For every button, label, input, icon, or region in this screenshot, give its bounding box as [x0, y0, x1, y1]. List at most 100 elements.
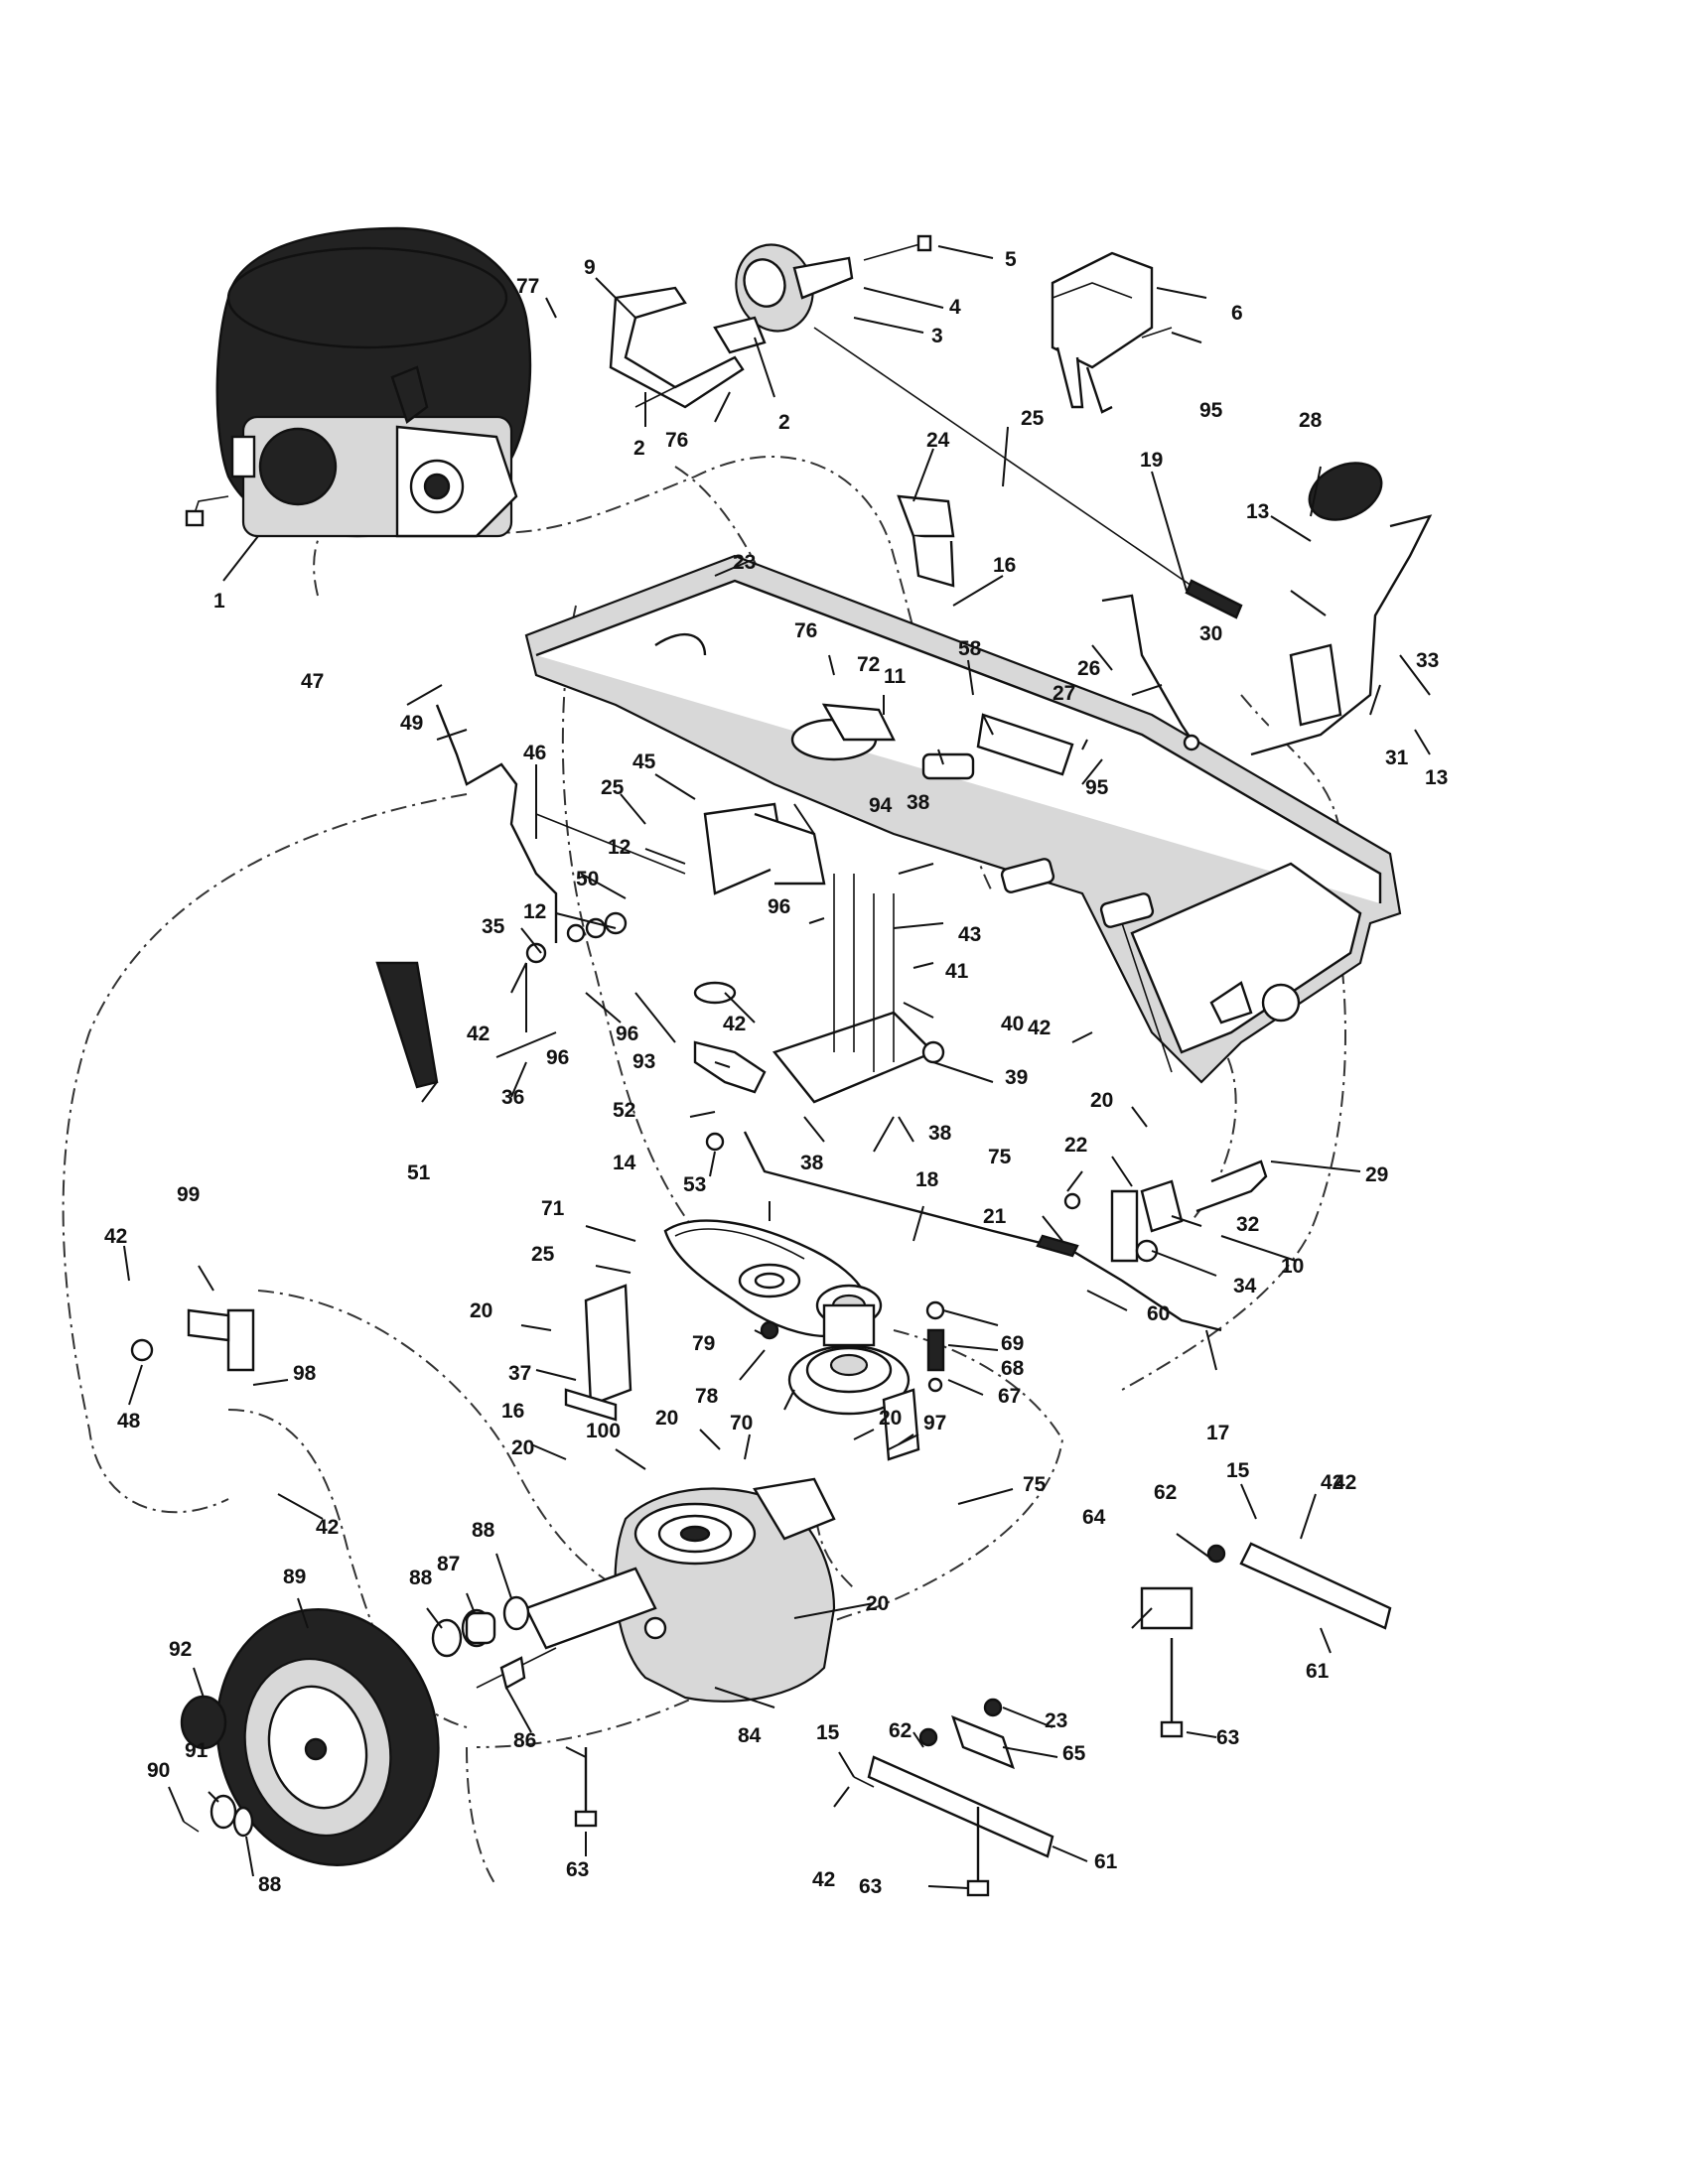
label-11: 11: [884, 665, 907, 688]
label-87: 87: [437, 1553, 460, 1575]
label-20: 20: [470, 1299, 492, 1322]
label-84: 84: [738, 1724, 762, 1747]
washer-91-88: [183, 1794, 254, 1838]
label-2: 2: [778, 411, 790, 434]
pulley-78: [815, 1284, 883, 1347]
frame: [524, 554, 1402, 1084]
label-20: 20: [1090, 1089, 1113, 1112]
label-94: 94: [869, 794, 893, 817]
label-20: 20: [511, 1436, 534, 1459]
label-26: 26: [1077, 657, 1100, 680]
label-93: 93: [632, 1050, 655, 1073]
label-33: 33: [1416, 649, 1439, 672]
label-100: 100: [586, 1420, 621, 1442]
bracket-37: [564, 1284, 632, 1422]
spacers-87-88: [431, 1595, 530, 1658]
label-96: 96: [616, 1023, 638, 1045]
label-34: 34: [1233, 1275, 1257, 1297]
label-86: 86: [513, 1729, 536, 1752]
label-42: 42: [723, 1013, 746, 1035]
brake-pedal-33: [1250, 462, 1433, 756]
label-30: 30: [1199, 622, 1222, 645]
label-1: 1: [213, 590, 225, 613]
label-29: 29: [1365, 1163, 1388, 1186]
label-61: 61: [1306, 1660, 1330, 1683]
label-40: 40: [1001, 1013, 1024, 1035]
label-75: 75: [988, 1146, 1012, 1168]
label-42: 42: [1321, 1471, 1343, 1494]
label-42: 42: [812, 1868, 835, 1891]
label-76: 76: [794, 619, 817, 642]
bracket-58: [976, 713, 1074, 776]
label-48: 48: [117, 1410, 141, 1433]
label-39: 39: [1005, 1066, 1028, 1089]
label-45: 45: [632, 751, 656, 773]
label-19: 19: [1140, 449, 1163, 472]
label-18: 18: [915, 1168, 939, 1191]
label-63: 63: [566, 1858, 589, 1881]
transaxle: [476, 1477, 836, 1703]
label-28: 28: [1299, 409, 1323, 432]
label-47: 47: [301, 670, 324, 693]
label-51: 51: [407, 1161, 431, 1184]
pulley-79: [738, 1263, 801, 1340]
label-88: 88: [409, 1567, 433, 1589]
label-62: 62: [889, 1719, 912, 1742]
label-16: 16: [501, 1400, 524, 1423]
label-97: 97: [923, 1412, 946, 1434]
label-23: 23: [1045, 1709, 1067, 1732]
label-15: 15: [1226, 1459, 1250, 1482]
label-77: 77: [516, 275, 539, 298]
label-17: 17: [1206, 1422, 1229, 1444]
label-52: 52: [613, 1099, 635, 1122]
label-72: 72: [857, 653, 880, 676]
label-89: 89: [283, 1566, 306, 1588]
label-62: 62: [1154, 1481, 1177, 1504]
label-27: 27: [1052, 682, 1075, 705]
label-38: 38: [928, 1122, 952, 1145]
spring-47: [390, 365, 429, 424]
bolt-63-left: [574, 1747, 598, 1828]
idler-bracket-40: [772, 874, 945, 1104]
muffler-assembly: [713, 234, 932, 354]
label-65: 65: [1062, 1742, 1086, 1765]
bracket-22-34: [1063, 1189, 1159, 1263]
label-95: 95: [1085, 776, 1109, 799]
label-37: 37: [508, 1362, 531, 1385]
label-61: 61: [1094, 1850, 1118, 1873]
label-16: 16: [993, 554, 1016, 577]
label-25: 25: [1021, 407, 1045, 430]
label-90: 90: [147, 1759, 170, 1782]
label-92: 92: [169, 1638, 192, 1661]
bracket-98: [130, 1308, 255, 1372]
label-20: 20: [866, 1592, 889, 1615]
label-78: 78: [695, 1385, 719, 1408]
pulley-70: [787, 1344, 911, 1416]
label-88: 88: [258, 1873, 282, 1896]
label-42: 42: [104, 1225, 127, 1248]
label-95: 95: [1199, 399, 1223, 422]
leader-lines: [123, 245, 1431, 1889]
label-96: 96: [546, 1046, 569, 1069]
label-63: 63: [859, 1875, 882, 1898]
label-10: 10: [1281, 1255, 1304, 1278]
spring-51: [375, 961, 439, 1089]
rod-26: [1101, 594, 1200, 751]
label-99: 99: [177, 1183, 200, 1206]
label-13: 13: [1425, 766, 1448, 789]
label-5: 5: [1005, 248, 1017, 271]
label-71: 71: [541, 1197, 565, 1220]
label-42: 42: [1333, 1471, 1356, 1494]
label-25: 25: [531, 1243, 555, 1266]
label-12: 12: [608, 836, 631, 859]
label-21: 21: [983, 1205, 1007, 1228]
label-79: 79: [692, 1332, 715, 1355]
spring-21: [1036, 1234, 1079, 1258]
plate-97: [882, 1388, 920, 1461]
label-43: 43: [958, 923, 981, 946]
label-36: 36: [501, 1086, 524, 1109]
label-4: 4: [949, 296, 961, 319]
label-3: 3: [931, 325, 943, 347]
label-60: 60: [1147, 1302, 1170, 1325]
label-63: 63: [1216, 1726, 1239, 1749]
